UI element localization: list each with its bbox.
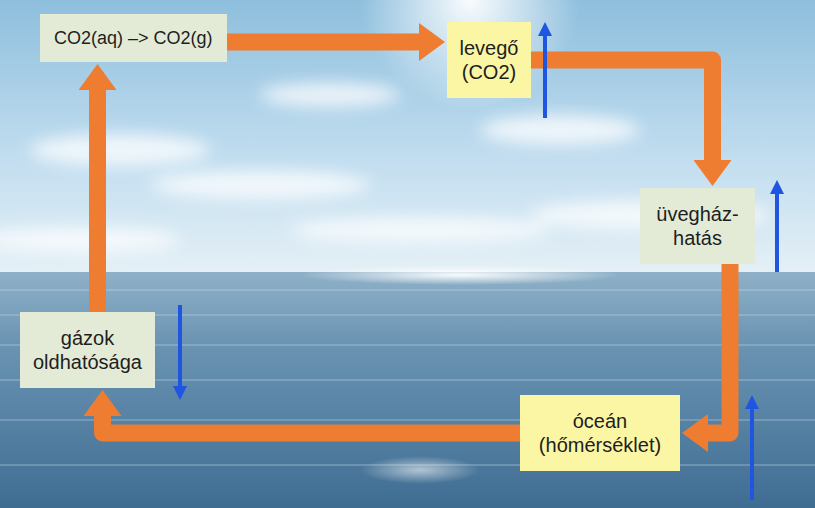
trend-arrow-group: [173, 22, 784, 500]
cycle-arrow: [227, 34, 419, 51]
cycle-arrow: [89, 90, 106, 312]
cloud: [260, 83, 400, 107]
up-arrow-head: [770, 180, 784, 194]
cycle-arrow: [708, 264, 730, 433]
process-box: levegő (CO2): [447, 22, 531, 98]
up-arrow: [543, 34, 547, 118]
box-label: levegő (CO2): [453, 36, 525, 84]
up-arrow: [775, 192, 779, 272]
wave: [0, 419, 815, 421]
cloud: [150, 171, 370, 199]
up-arrow: [750, 407, 754, 500]
cloud: [290, 218, 550, 242]
box-label: CO2(aq) –> CO2(g): [54, 26, 213, 50]
cloud: [480, 115, 640, 145]
process-box: óceán (hőmérséklet): [520, 395, 680, 471]
sea: [0, 272, 815, 508]
box-label: üvegház-hatás: [648, 202, 747, 250]
light-reflection: [360, 456, 480, 484]
horizon-glow: [300, 265, 620, 285]
up-arrow-head: [745, 395, 759, 409]
wave: [0, 289, 815, 291]
process-box: gázok oldhatósága: [20, 312, 155, 388]
process-box: üvegház-hatás: [640, 188, 755, 264]
box-label: óceán (hőmérséklet): [528, 409, 672, 457]
cycle-arrow: [103, 416, 521, 433]
down-arrow-head: [173, 386, 187, 400]
cloud: [30, 134, 210, 166]
process-box: CO2(aq) –> CO2(g): [40, 14, 227, 62]
waves: [0, 290, 815, 465]
up-arrow-head: [538, 22, 552, 36]
down-arrow: [178, 305, 182, 388]
box-label: gázok oldhatósága: [28, 326, 147, 374]
cycle-arrow: [531, 60, 713, 160]
